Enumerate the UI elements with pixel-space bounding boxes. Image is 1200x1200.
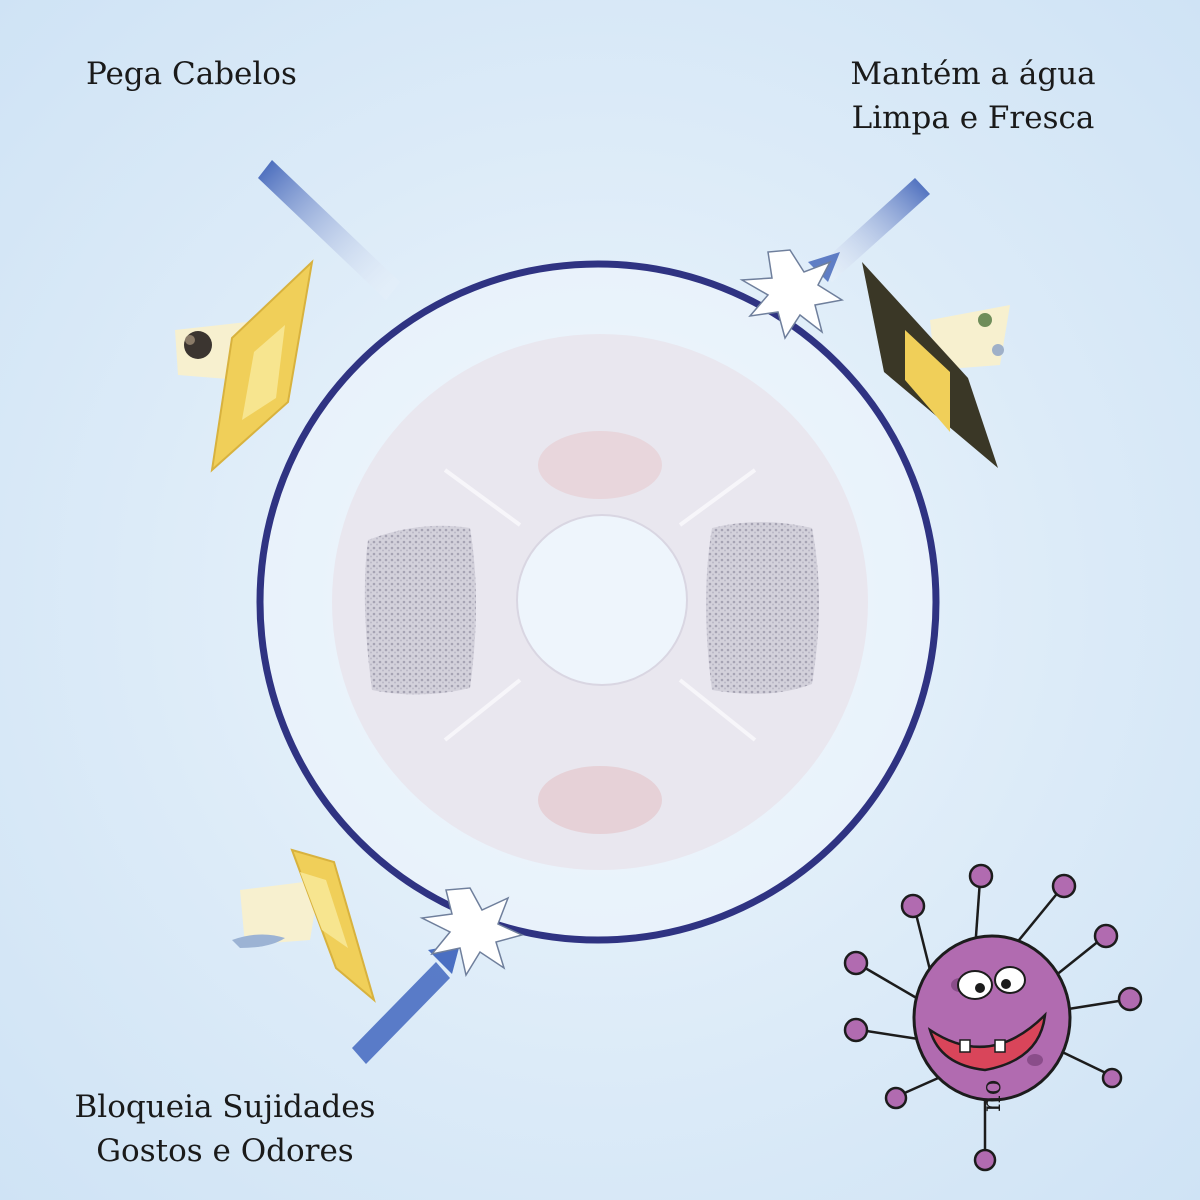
shield-top-right-icon bbox=[862, 262, 1010, 468]
caption-bottom-left-line2: Gostos e Odores bbox=[96, 1133, 354, 1170]
burst-bottom-left-icon bbox=[419, 887, 525, 977]
arrow-bottom-left-icon bbox=[352, 944, 460, 1064]
shield-top-left-icon bbox=[175, 259, 314, 473]
caption-top-left: Pega Cabelos bbox=[86, 56, 297, 92]
caption-block-dirt: Bloqueia Sujidades Gostos e Odores bbox=[70, 1085, 380, 1173]
caption-bottom-left-line1: Bloqueia Sujidades bbox=[74, 1089, 376, 1125]
burst-top-right-icon bbox=[739, 249, 845, 340]
shield-bottom-left-icon bbox=[232, 848, 376, 1003]
caption-hair-catch: Pega Cabelos bbox=[86, 52, 297, 96]
microbe-label: no bbox=[977, 1080, 1007, 1112]
caption-top-right-line1: Mantém a água bbox=[850, 56, 1096, 92]
caption-clean-water: Mantém a água Limpa e Fresca bbox=[838, 52, 1108, 140]
caption-top-right-line2: Limpa e Fresca bbox=[851, 100, 1095, 137]
arrow-top-left-icon bbox=[258, 160, 400, 300]
microbe-mascot-icon: no bbox=[843, 863, 1143, 1172]
filter-disc-icon bbox=[332, 334, 868, 870]
